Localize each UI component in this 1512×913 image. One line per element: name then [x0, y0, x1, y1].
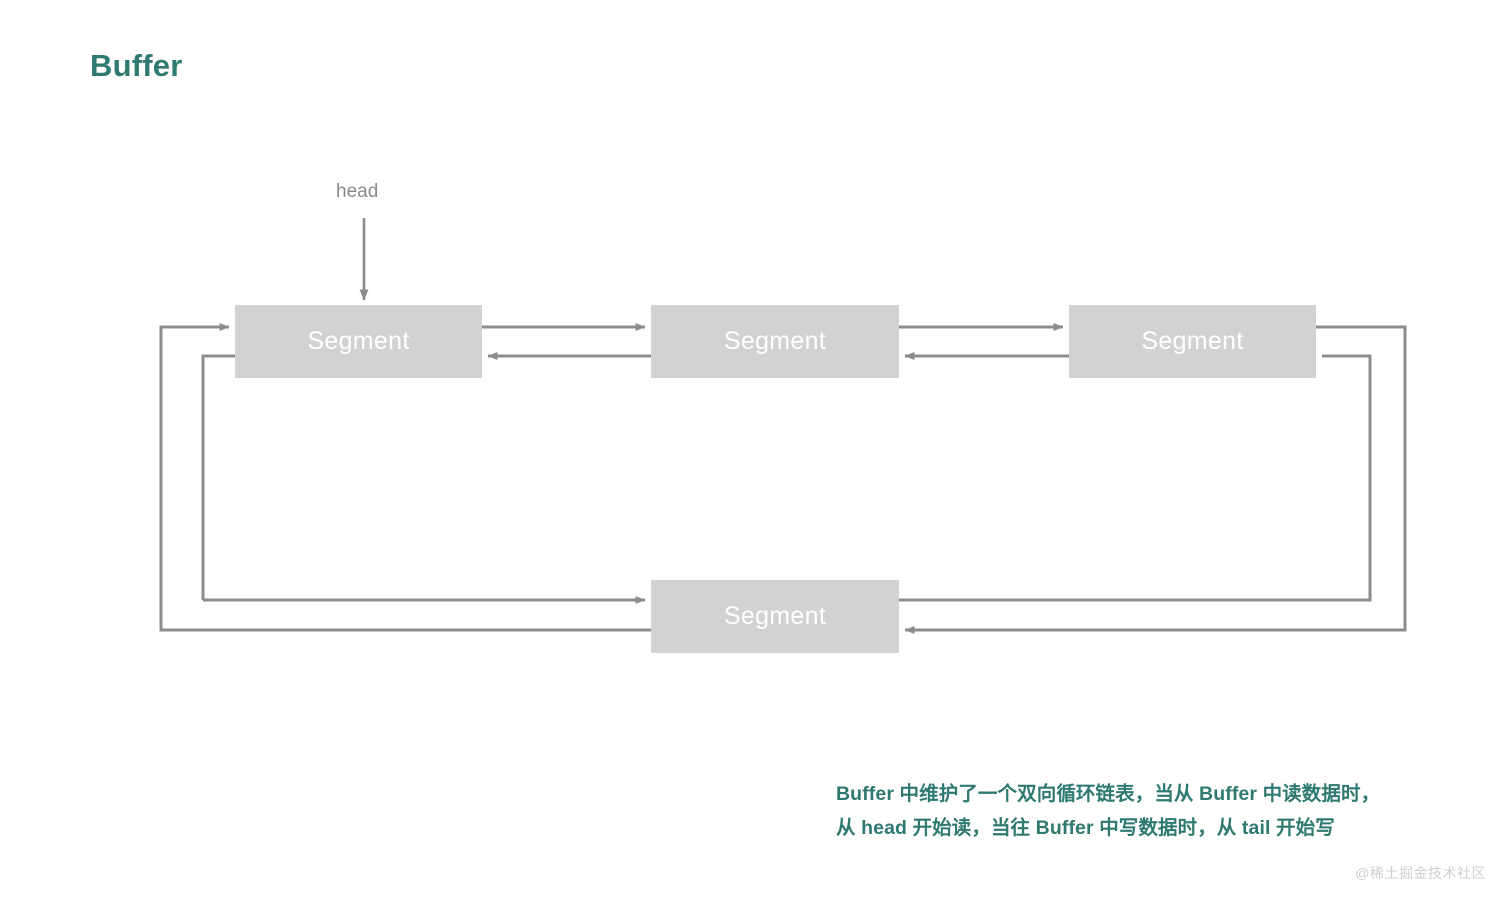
watermark: @稀土掘金技术社区 [1355, 865, 1486, 881]
head-pointer-label: head [336, 181, 379, 202]
arrow-next-seg3-segbottom [904, 325, 1407, 634]
arrow-prev-seg1-segbottom-outer [159, 323, 651, 632]
segment-label: Segment [723, 327, 827, 355]
segment-node-2: Segment [651, 305, 899, 378]
caption-line-2: 从 head 开始读，当往 Buffer 中写数据时，从 tail 开始写 [836, 816, 1335, 839]
caption-text: Buffer 中维护了一个双向循环链表，当从 Buffer 中读数据时， 从 h… [836, 778, 1436, 845]
segment-label: Segment [1141, 327, 1244, 355]
segment-node-1: Segment [235, 305, 482, 378]
segment-label: Segment [307, 327, 410, 355]
caption-line-1: Buffer 中维护了一个双向循环链表，当从 Buffer 中读数据时， [836, 783, 1381, 805]
segment-node-3: Segment [1069, 305, 1316, 378]
segment-label: Segment [723, 602, 827, 630]
line-prev-segbottom-seg3 [899, 354, 1372, 602]
page-title: Buffer [90, 48, 183, 83]
segment-node-4: Segment [651, 580, 899, 653]
line-segbottom-seg1-inner-riser [201, 354, 235, 600]
